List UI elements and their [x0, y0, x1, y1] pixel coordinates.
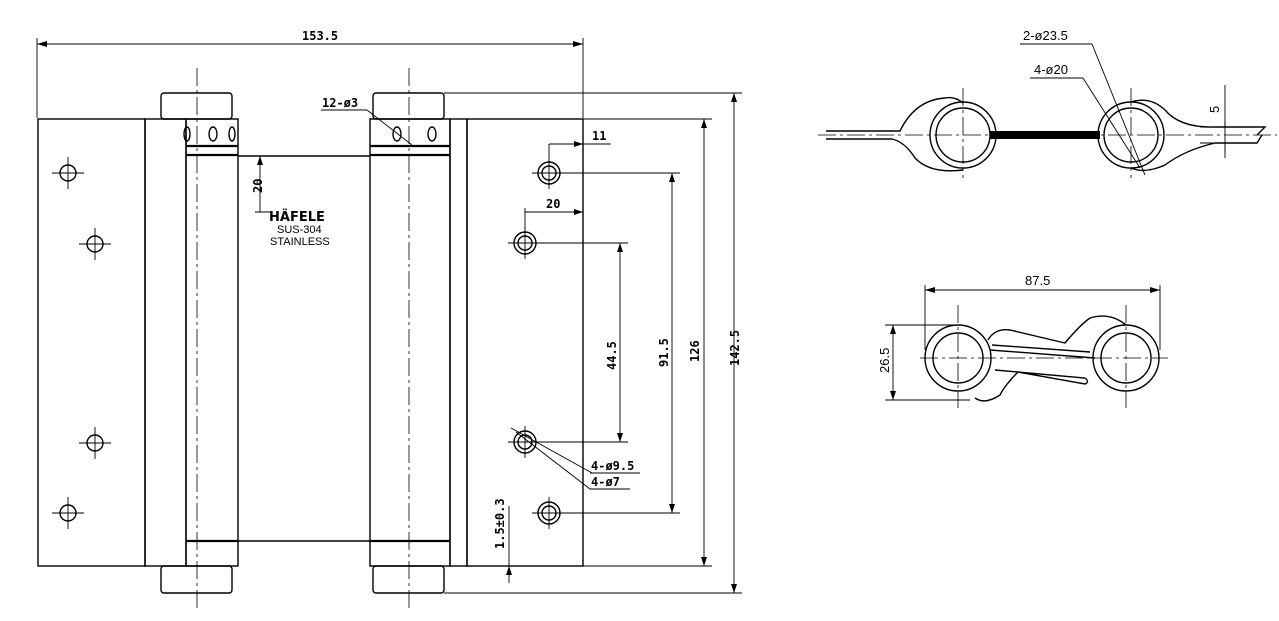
leaf-height-126: 126 [583, 118, 712, 567]
right-leaf [466, 118, 584, 567]
screw-hole [52, 157, 84, 189]
pin-hole-label: 12-ø3 [322, 96, 358, 110]
screw-hole [79, 228, 111, 260]
material-marking-2: STAINLESS [270, 236, 330, 248]
right-leaf-holes [508, 157, 566, 529]
right-barrel [369, 68, 451, 612]
edge-offset-20-label: 20 [546, 197, 560, 211]
leaf-thickness-label: 5 [1207, 106, 1222, 113]
overall-width-label: 153.5 [302, 29, 338, 43]
overall-depth-label: 26.5 [877, 348, 892, 373]
overall-height-142-5: 142.5 [444, 92, 742, 594]
overall-height-142-5-label: 142.5 [728, 330, 742, 366]
edge-offset-20: 20 [524, 197, 583, 230]
top-offset-label: 20 [251, 179, 265, 193]
top-offset-dimension: 20 [251, 155, 272, 213]
gap-tolerance-label: 1.5±0.3 [493, 498, 507, 549]
front-view: 153.5 [36, 29, 742, 612]
material-marking-1: SUS-304 [277, 224, 322, 236]
top-view-open: 87.5 26.5 [877, 273, 1168, 408]
countersink-inner-label: 4-ø7 [591, 475, 620, 489]
leaf-height-126-label: 126 [688, 340, 702, 362]
overall-width-dimension: 153.5 [36, 29, 584, 118]
hole-spacing-91-5-label: 91.5 [657, 338, 671, 367]
countersunk-hole [508, 426, 542, 458]
left-leaf [37, 118, 146, 567]
top-view-closed: 2-ø23.5 4-ø20 5 [818, 28, 1277, 178]
right-leaf-fold [449, 118, 468, 567]
countersink-outer-label: 4-ø9.5 [591, 459, 634, 473]
spring-band [990, 131, 1100, 139]
left-leaf-fold [144, 118, 187, 567]
brand-marking: HÄFELE [269, 209, 325, 225]
screw-hole [79, 427, 111, 459]
left-barrel [160, 68, 239, 612]
hole-spacing-44-5-label: 44.5 [605, 341, 619, 370]
screw-hole [52, 497, 84, 529]
left-leaf-holes [52, 157, 111, 529]
barrel-outer-callout: 2-ø23.5 [1023, 28, 1068, 43]
center-distance-label: 87.5 [1025, 273, 1050, 288]
countersink-callout: 4-ø9.5 4-ø7 [510, 427, 640, 490]
edge-offset-11-label: 11 [592, 129, 606, 143]
pin-hole-callout: 12-ø3 [321, 96, 413, 146]
hole-spacing-91-5: 91.5 [560, 172, 680, 514]
edge-offset-11: 11 [548, 129, 611, 162]
barrel-inner-callout: 4-ø20 [1034, 62, 1068, 77]
gap-tolerance-dimension: 1.5±0.3 [493, 498, 520, 583]
hole-spacing-44-5: 44.5 [536, 242, 628, 443]
